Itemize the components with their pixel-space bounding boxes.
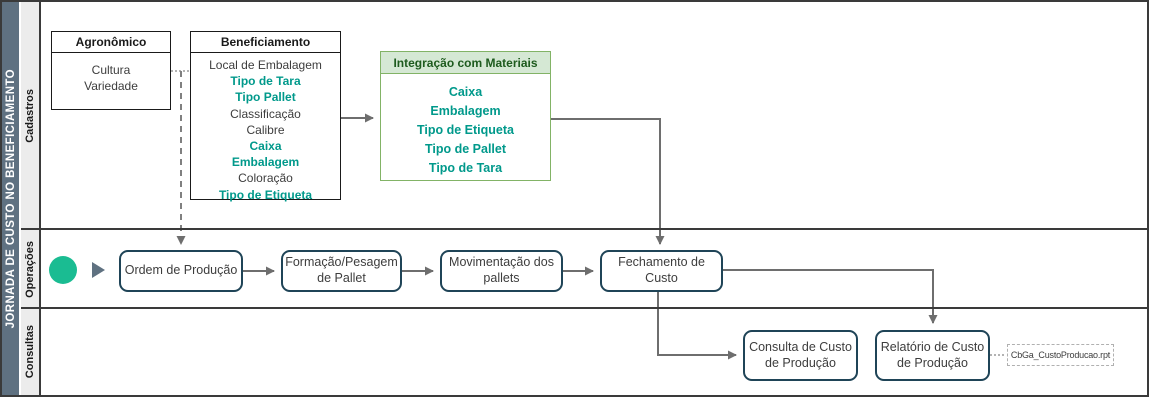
process-label: de Pallet (317, 271, 366, 285)
process-ordem-de-producao: Ordem de Produção (119, 250, 243, 292)
agronomico-items: Cultura Variedade (52, 53, 170, 94)
list-item: Tipo de Etiqueta (417, 123, 514, 137)
process-label: Ordem de Produção (124, 263, 238, 278)
beneficiamento-box: Beneficiamento Local de Embalagem Tipo d… (190, 31, 341, 203)
list-item: Embalagem (231, 155, 300, 170)
lane-label-text: Consultas (24, 325, 36, 379)
list-item: Tipo de Pallet (424, 142, 507, 156)
pool-title-bar: JORNADA DE CUSTO NO BENEFICIAMENTO (2, 2, 19, 395)
process-movimentacao-pallets: Movimentação dos pallets (440, 250, 563, 292)
lane-label-text: Cadastros (24, 89, 36, 143)
lane-label-operacoes: Operações (21, 230, 39, 309)
integracao-materiais-box: Integração com Materiais Caixa Embalagem… (380, 51, 551, 181)
play-triangle-icon (92, 262, 105, 278)
list-item: Classificação (230, 106, 301, 121)
process-label: pallets (483, 271, 520, 285)
integracao-items: Caixa Embalagem Tipo de Etiqueta Tipo de… (381, 74, 550, 178)
lane-label-text: Operações (24, 241, 36, 298)
process-formacao-pesagem-pallet: Formação/Pesagem de Pallet (281, 250, 402, 292)
beneficiamento-items: Local de Embalagem Tipo de Tara Tipo Pal… (191, 53, 340, 203)
process-label: Fechamento de (618, 255, 705, 270)
list-item: Embalagem (430, 104, 501, 118)
report-file-box: CbGa_CustoProducao.rpt (1007, 344, 1114, 366)
pool-title: JORNADA DE CUSTO NO BENEFICIAMENTO (4, 68, 17, 329)
start-event-circle (49, 256, 77, 284)
list-item: Tipo de Etiqueta (218, 187, 313, 202)
integracao-title: Integração com Materiais (381, 52, 550, 74)
lane-divider-operacoes-consultas (21, 307, 1147, 309)
list-item: Variedade (84, 79, 138, 93)
process-label: Movimentação dos (449, 255, 554, 270)
list-item: Tipo de Tara (230, 74, 301, 89)
process-label: Consulta de Custo (749, 339, 852, 354)
process-fechamento-de-custo: Fechamento de Custo (600, 250, 723, 292)
list-item: Cultura (91, 63, 131, 77)
arrow-fechamento-to-consulta (657, 292, 737, 360)
process-label: de Produção (897, 355, 968, 370)
lane-label-consultas: Consultas (21, 309, 39, 395)
list-item: Tipo Pallet (235, 90, 296, 105)
lane-label-strip: Cadastros Operações Consultas (21, 2, 41, 395)
process-label: Custo (645, 271, 678, 285)
list-item: Local de Embalagem (209, 58, 322, 72)
list-item: Caixa (249, 139, 282, 154)
lane-divider-cadastros-operacoes (21, 228, 1147, 230)
list-item: Calibre (246, 122, 285, 137)
list-item: Caixa (448, 85, 483, 99)
process-relatorio-custo-producao: Relatório de Custo de Produção (875, 330, 990, 381)
process-label: Formação/Pesagem (285, 255, 398, 270)
list-item: Tipo de Tara (428, 161, 503, 175)
agronomico-title: Agronômico (52, 32, 170, 53)
list-item: Coloração (238, 171, 293, 186)
process-label: de Produção (765, 355, 836, 370)
process-label: Relatório de Custo (880, 339, 985, 354)
lane-label-cadastros: Cadastros (21, 2, 39, 230)
arrow-integracao-to-fechamento (551, 118, 665, 245)
agronomico-box: Agronômico Cultura Variedade (51, 31, 171, 110)
report-file-name: CbGa_CustoProducao.rpt (1010, 350, 1111, 360)
arrow-fechamento-to-relatorio (723, 269, 938, 324)
process-consulta-custo-producao: Consulta de Custo de Produção (743, 330, 858, 381)
beneficiamento-title: Beneficiamento (191, 32, 340, 53)
